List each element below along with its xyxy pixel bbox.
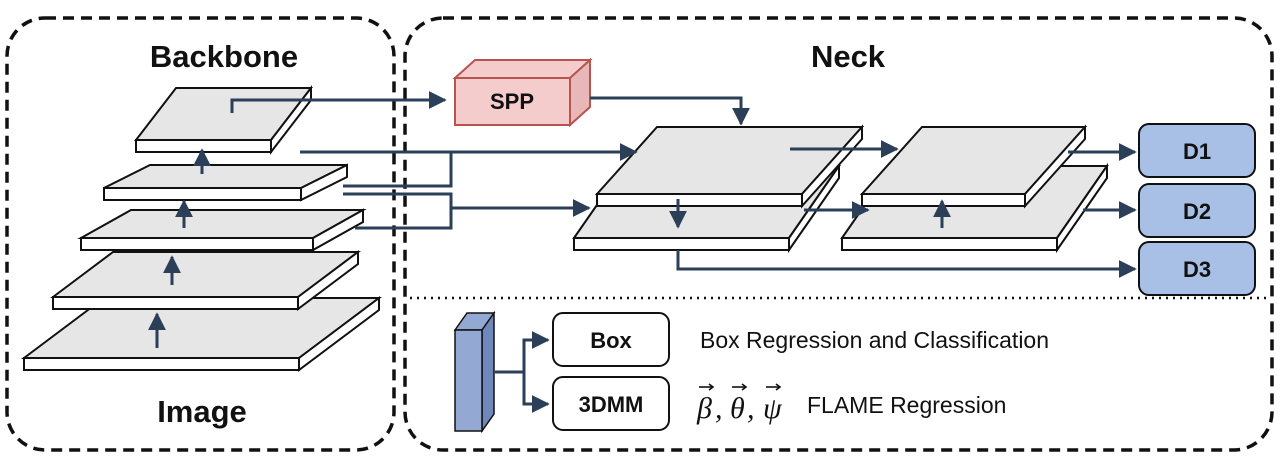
image-label: Image	[157, 394, 247, 429]
d2-label: D2	[1183, 199, 1211, 224]
vector-arrows	[699, 383, 782, 391]
head-arrows	[495, 331, 550, 413]
spp-block: SPP	[452, 57, 593, 128]
backbone-layer-3	[77, 208, 367, 252]
dmm-head-label: 3DMM	[579, 392, 644, 417]
dmm-head-description: FLAME Regression	[807, 392, 1006, 418]
backbone-layer-1	[21, 296, 382, 372]
connection-arrows	[230, 91, 1137, 278]
detect-d1: D1	[1138, 123, 1256, 178]
head-feature-bar	[453, 310, 496, 434]
neck-pan-top	[859, 124, 1088, 209]
param-beta-comma: ,	[715, 392, 723, 425]
neck-region	[403, 16, 1274, 452]
d3-label: D3	[1183, 257, 1211, 282]
backbone-up-arrows	[148, 148, 211, 348]
detect-d2: D2	[1138, 183, 1256, 238]
param-theta: θ	[730, 392, 745, 425]
backbone-layer-4	[103, 163, 348, 202]
param-theta-comma: ,	[747, 392, 755, 425]
box-head-description: Box Regression and Classification	[700, 327, 1049, 353]
neck-fpn-top	[594, 124, 865, 209]
flame-params: β , θ , ψ	[696, 383, 783, 425]
box-head-label: Box	[590, 328, 632, 353]
spp-label: SPP	[490, 89, 534, 114]
d1-label: D1	[1183, 139, 1211, 164]
detect-d3: D3	[1138, 241, 1256, 296]
param-psi: ψ	[763, 392, 783, 425]
dmm-head: 3DMM	[552, 376, 670, 431]
backbone-title: Backbone	[150, 39, 298, 74]
backbone-region	[5, 16, 396, 452]
param-beta: β	[696, 392, 712, 425]
backbone-layer-5	[133, 85, 314, 155]
box-head: Box	[552, 312, 670, 367]
backbone-layer-2	[50, 250, 361, 311]
neck-title: Neck	[811, 39, 886, 74]
